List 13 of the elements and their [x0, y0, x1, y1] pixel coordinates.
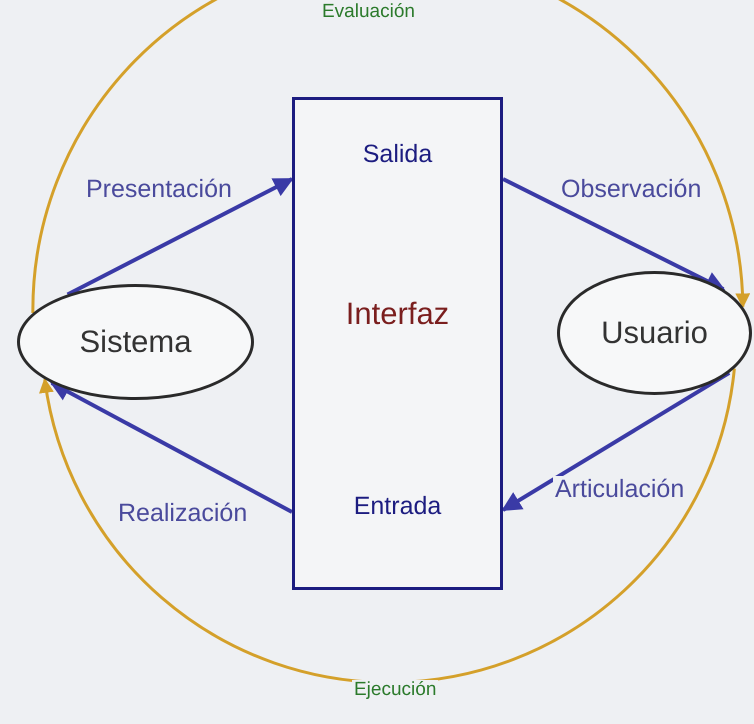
arrow	[31, 0, 750, 314]
interface-box	[292, 97, 503, 590]
edge-label: Ejecución	[352, 680, 438, 701]
arrow	[501, 371, 730, 512]
arrow	[50, 381, 293, 514]
box-label: Salida	[362, 140, 434, 169]
arrow	[502, 177, 726, 291]
node-label: Sistema	[80, 324, 192, 360]
node-label: Usuario	[601, 315, 708, 351]
arrow	[40, 368, 736, 684]
arrow	[66, 177, 294, 296]
box-title: Interfaz	[344, 296, 450, 332]
box-label: Entrada	[352, 492, 442, 521]
